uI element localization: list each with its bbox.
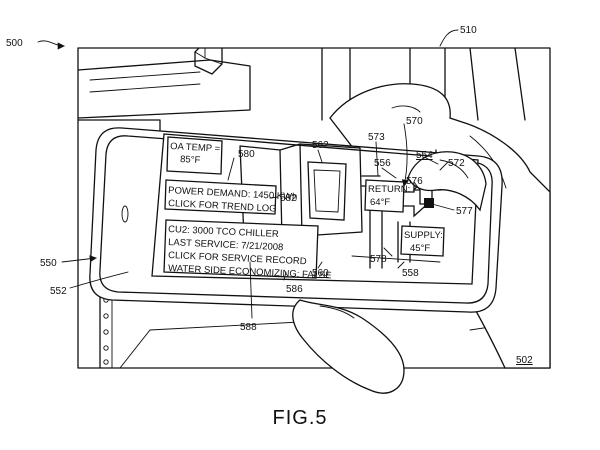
- supply-temp-box: SUPPLY: 45°F: [400, 225, 445, 257]
- ref-580: 580: [238, 149, 255, 160]
- ref-556: 556: [374, 158, 391, 169]
- ref-500: 500: [6, 38, 23, 49]
- return-value: 64°F: [370, 197, 390, 208]
- ref-562: 562: [312, 140, 329, 151]
- home-button-icon: [121, 205, 129, 223]
- ref-578: 578: [370, 254, 387, 265]
- oa-temp-value: 85°F: [180, 154, 201, 166]
- ref-502: 502: [516, 355, 533, 366]
- leader-lines: [37, 29, 459, 319]
- ref-570: 570: [406, 116, 423, 127]
- finger: [407, 151, 487, 212]
- ref-552: 552: [50, 286, 67, 297]
- bracket-icon: [194, 48, 223, 75]
- ref-510: 510: [460, 25, 477, 36]
- ref-558: 558: [402, 268, 419, 279]
- chiller-panel: [307, 161, 347, 221]
- ref-573: 573: [368, 132, 385, 143]
- ref-577: 577: [456, 206, 473, 217]
- ref-588: 588: [240, 322, 257, 333]
- supply-label: SUPPLY:: [404, 230, 443, 241]
- ref-582: 582: [280, 193, 297, 204]
- ref-550: 550: [40, 258, 57, 269]
- ref-554: 554: [416, 150, 433, 161]
- figure-caption: FIG.5: [272, 407, 327, 429]
- ref-576: 576: [406, 176, 423, 187]
- return-temp-box: RETURN: 64°F: [364, 179, 410, 213]
- last-service-text: LAST SERVICE: 7/21/2008: [168, 237, 284, 253]
- chiller-name: CU2: 3000 TCO CHILLER: [168, 224, 279, 240]
- thumb: [292, 299, 405, 394]
- oa-temp-box: OA TEMP = 85°F: [166, 136, 223, 175]
- ref-560: 560: [312, 268, 329, 279]
- ref-572: 572: [448, 158, 465, 169]
- reference-numerals: 500 510 502 550 552 580 582 586 588 562 …: [6, 25, 533, 366]
- oa-temp-label: OA TEMP =: [170, 141, 221, 155]
- supply-value: 45°F: [410, 243, 430, 254]
- power-demand-box[interactable]: POWER DEMAND: 1450 KWh CLICK FOR TREND L…: [164, 179, 298, 215]
- return-label: RETURN:: [368, 184, 410, 195]
- chiller-info-box[interactable]: CU2: 3000 TCO CHILLER LAST SERVICE: 7/21…: [163, 219, 332, 281]
- ref-586: 586: [286, 284, 303, 295]
